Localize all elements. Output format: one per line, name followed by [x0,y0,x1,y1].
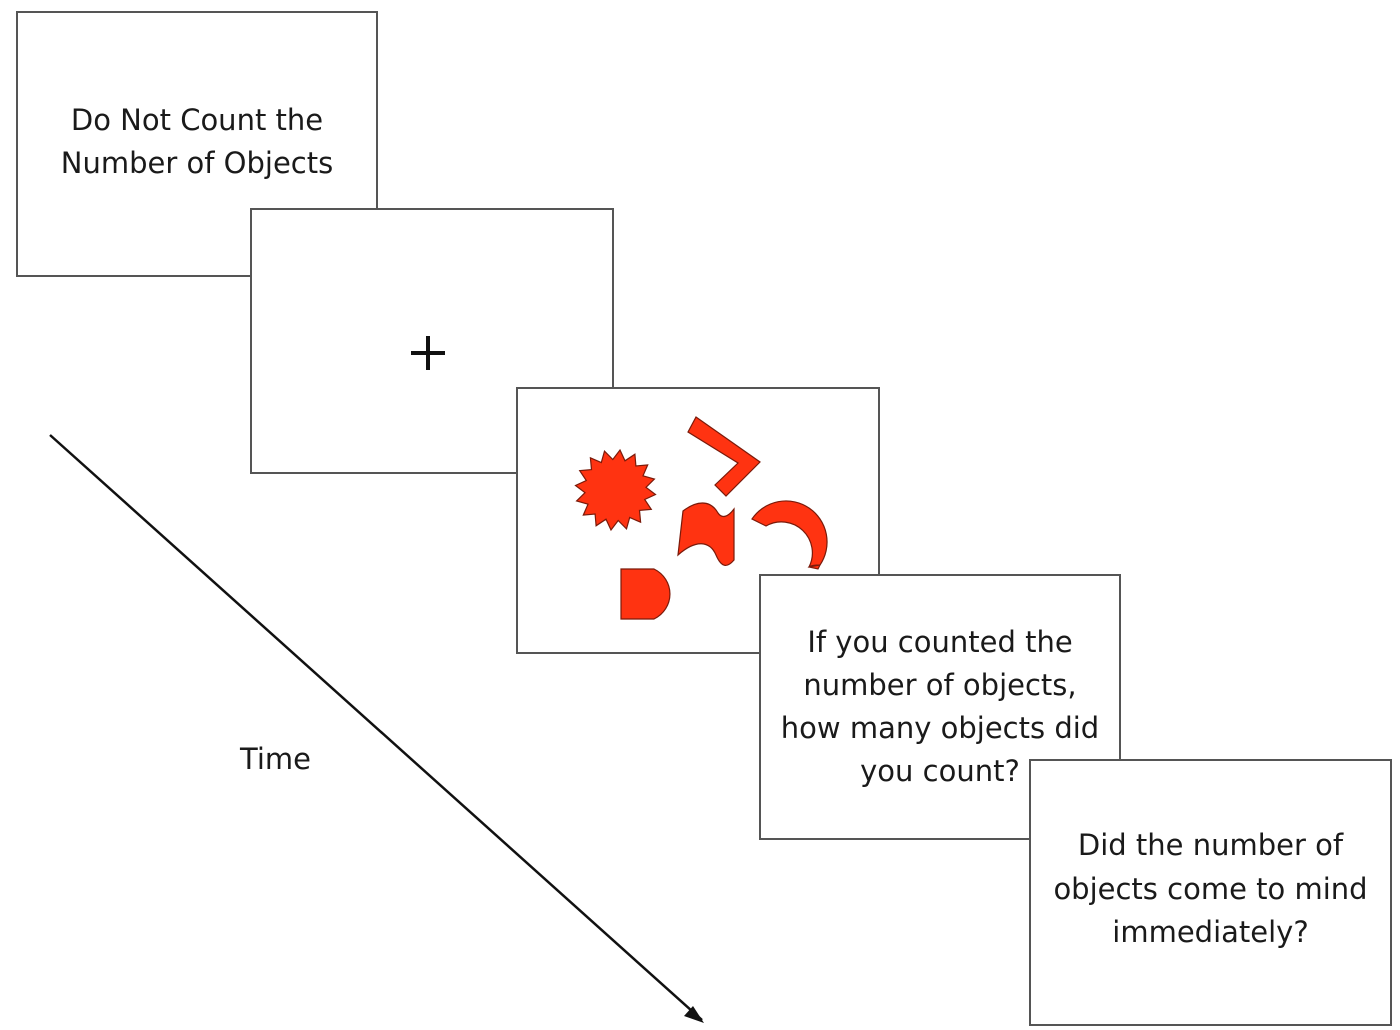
fixation-cross-icon [411,336,445,370]
time-label: Time [240,742,311,776]
instruction-text: Do Not Count the Number of Objects [60,102,334,181]
l-shape-object [687,416,761,497]
count-question-text: If you counted the number of objects, ho… [780,625,1100,788]
instruction-screen: Do Not Count the Number of Objects [16,11,378,277]
mind-question-text: Did the number of objects come to mind i… [1053,828,1368,950]
time-arrow-head-icon [684,1006,704,1023]
time-arrow-line [49,434,703,1021]
wave-flag-object [677,502,735,566]
d-shape-object [620,568,671,620]
objects-display [574,416,828,620]
mind-question-screen: Did the number of objects come to mind i… [1029,759,1392,1026]
arc-object [751,500,828,570]
count-question-screen: If you counted the number of objects, ho… [759,574,1121,840]
starburst-object [574,448,657,532]
